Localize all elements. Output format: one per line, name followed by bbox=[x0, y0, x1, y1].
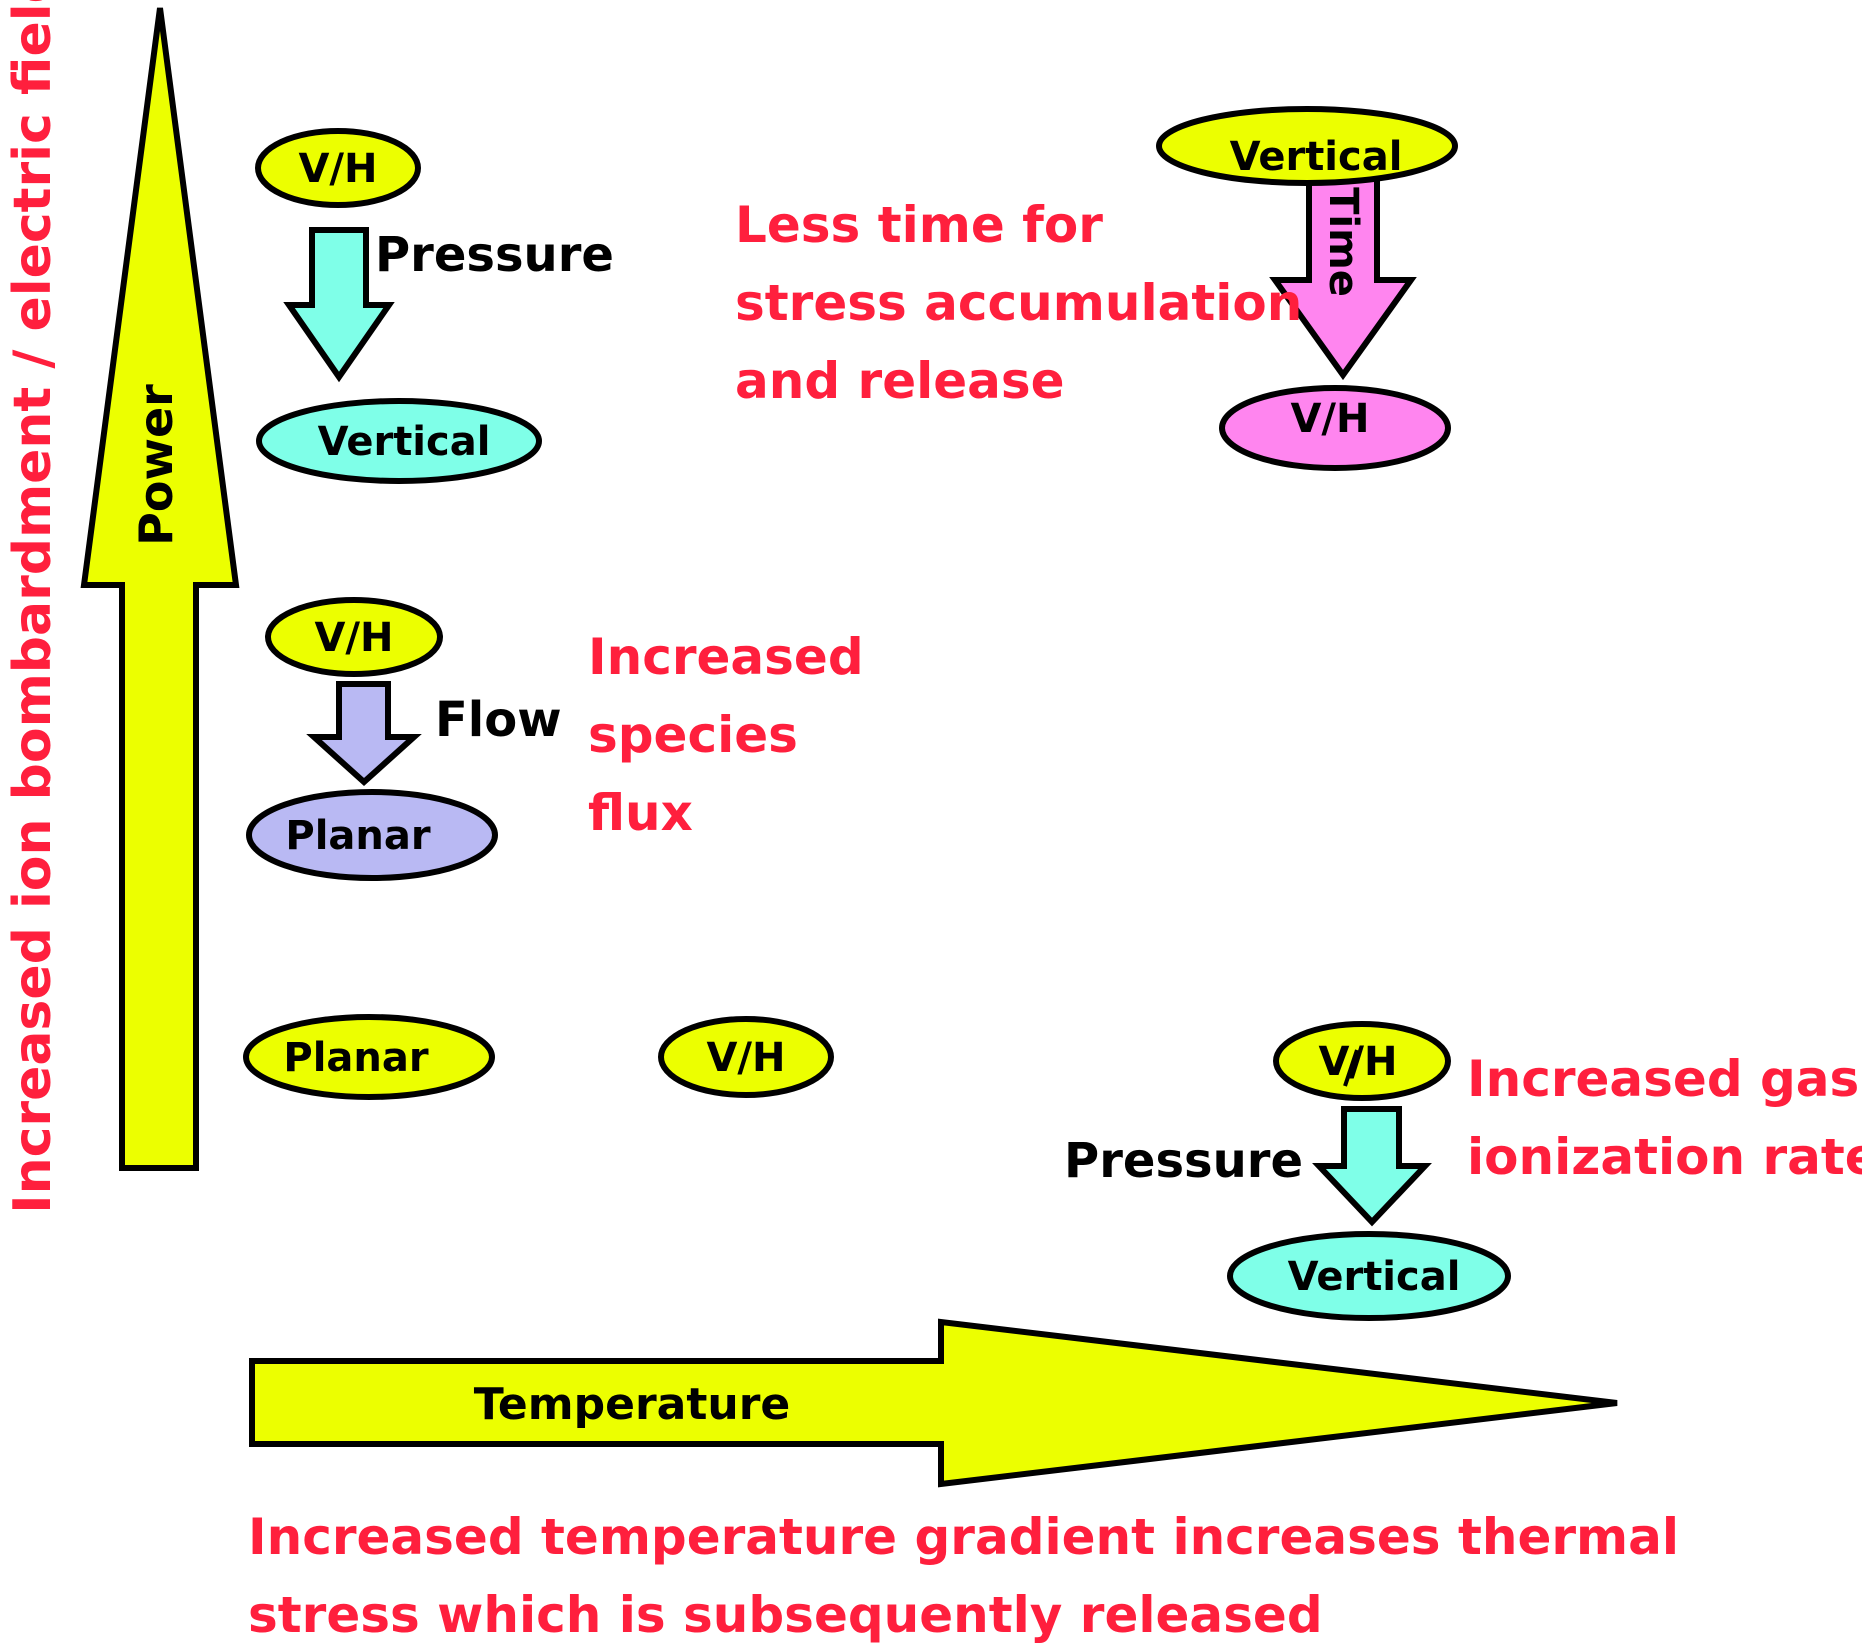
top-right-vertical-node bbox=[1156, 106, 1458, 186]
vh-slash-mark bbox=[1343, 1049, 1359, 1087]
top-left-vertical-label: Vertical bbox=[318, 419, 491, 465]
temperature-arrow bbox=[249, 1318, 1618, 1488]
pressure-arrow-top bbox=[283, 227, 395, 383]
top-right-vh-label: V/H bbox=[1290, 396, 1369, 442]
note-less-time-line: stress accumulation bbox=[735, 274, 1302, 332]
mid-left-vh-label: V/H bbox=[314, 615, 393, 661]
bottom-right-vertical-label: Vertical bbox=[1288, 1254, 1461, 1300]
mid-left-planar-label: Planar bbox=[285, 813, 430, 859]
pressure-label-bottom: Pressure bbox=[1064, 1133, 1303, 1189]
note-species-flux-line: species bbox=[588, 706, 798, 764]
note-species-flux-line: flux bbox=[588, 784, 693, 842]
top-right-vh-node bbox=[1219, 385, 1451, 471]
note-less-time-line: and release bbox=[735, 352, 1065, 410]
bottom-left-planar-label: Planar bbox=[283, 1035, 428, 1081]
note-temperature-gradient-line: Increased temperature gradient increases… bbox=[248, 1508, 1679, 1566]
flow-arrow bbox=[306, 681, 422, 787]
note-less-time: Less time for stress accumulation and re… bbox=[735, 196, 1302, 410]
time-arrow bbox=[1269, 169, 1417, 381]
note-gas-ionization-line: ionization rate bbox=[1467, 1128, 1862, 1186]
bottom-mid-vh-node bbox=[658, 1016, 834, 1098]
top-left-vh-label: V/H bbox=[298, 146, 377, 192]
flow-label: Flow bbox=[435, 692, 562, 748]
top-right-vertical-label: Vertical bbox=[1230, 134, 1403, 180]
power-arrow bbox=[80, 7, 240, 1171]
mid-left-vh-node bbox=[265, 597, 443, 677]
temperature-label: Temperature bbox=[474, 1379, 791, 1430]
time-label: Time bbox=[1320, 187, 1366, 297]
mid-left-planar-node bbox=[246, 789, 498, 881]
power-label: Power bbox=[129, 384, 183, 546]
note-temperature-gradient-line: stress which is subsequently released bbox=[248, 1586, 1323, 1644]
y-axis-label: Increased ion bombardment / electric fie… bbox=[3, 0, 63, 1214]
note-gas-ionization: Increased gas ionization rate bbox=[1467, 1050, 1862, 1186]
top-left-vh-node bbox=[255, 128, 421, 208]
pressure-arrow-bottom bbox=[1312, 1106, 1432, 1227]
pressure-label-top: Pressure bbox=[375, 227, 614, 283]
bottom-right-vh-label: V/H bbox=[1318, 1039, 1397, 1085]
bottom-right-vertical-node bbox=[1227, 1231, 1511, 1321]
bottom-right-vh-node bbox=[1273, 1021, 1451, 1101]
note-species-flux: Increased species flux bbox=[588, 628, 864, 842]
top-left-vertical-node bbox=[256, 398, 542, 484]
note-temperature-gradient: Increased temperature gradient increases… bbox=[248, 1508, 1679, 1644]
bottom-mid-vh-label: V/H bbox=[706, 1035, 785, 1081]
bottom-left-planar-node bbox=[243, 1014, 495, 1100]
note-species-flux-line: Increased bbox=[588, 628, 864, 686]
note-less-time-line: Less time for bbox=[735, 196, 1103, 254]
note-gas-ionization-line: Increased gas bbox=[1467, 1050, 1859, 1108]
